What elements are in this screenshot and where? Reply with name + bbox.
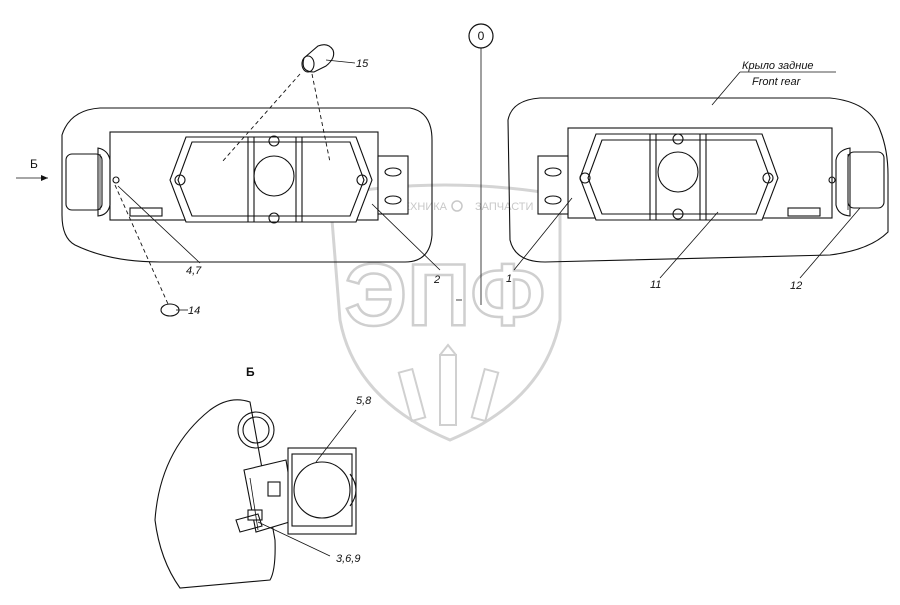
watermark-logo: ЭПФ ТЕХНИКА ЗАПЧАСТИ	[328, 183, 562, 442]
fender-label-ru: Крылo задние	[742, 60, 814, 72]
label-1: 1	[506, 273, 512, 285]
label-3-6-9: 3,6,9	[336, 553, 360, 565]
label-12: 12	[790, 280, 802, 292]
label-14: 14	[188, 305, 200, 317]
view-arrow-b: Б	[16, 157, 48, 181]
fender-label-en: Front rear	[752, 76, 802, 88]
detail-view-title: Б	[246, 365, 255, 379]
reference-circle-label: 0	[478, 29, 485, 43]
detail-view-b: Б 5,8 3,6,9	[154, 365, 372, 589]
watermark-shield	[328, 183, 562, 442]
label-2: 2	[433, 274, 440, 286]
reference-circle	[468, 23, 494, 49]
watermark-caption-left: ТЕХНИКА	[396, 201, 448, 213]
left-bracket	[377, 155, 409, 215]
detail-lamp-block	[287, 447, 357, 535]
right-rear-lamp	[579, 133, 779, 221]
watermark-logo-text: ЭПФ	[345, 245, 546, 344]
watermark-wheat-icon	[397, 343, 500, 426]
left-connector-cap	[65, 147, 111, 217]
label-4-7: 4,7	[186, 265, 202, 277]
right-fender-outline	[507, 97, 889, 263]
label-11: 11	[650, 279, 661, 291]
watermark-gear-icon	[451, 200, 463, 212]
left-fender-assembly	[61, 107, 433, 263]
view-marker-label: Б	[30, 157, 38, 171]
right-bracket	[537, 155, 569, 215]
detail-fender-section	[154, 399, 276, 589]
label-15: 15	[356, 58, 369, 70]
right-fender-assembly	[507, 97, 889, 263]
left-fender-outline	[61, 107, 433, 263]
watermark-caption-right: ЗАПЧАСТИ	[475, 201, 533, 213]
bulb-14: 14	[114, 184, 200, 317]
label-5-8: 5,8	[356, 395, 372, 407]
leaders-top: 4,7 2 1 11 12 Крылo задние Front rear	[117, 60, 861, 292]
center-axis: 0	[456, 23, 494, 305]
bulb-15: 15	[221, 44, 369, 163]
right-connector-cap	[835, 147, 885, 217]
left-rear-lamp	[169, 135, 373, 224]
